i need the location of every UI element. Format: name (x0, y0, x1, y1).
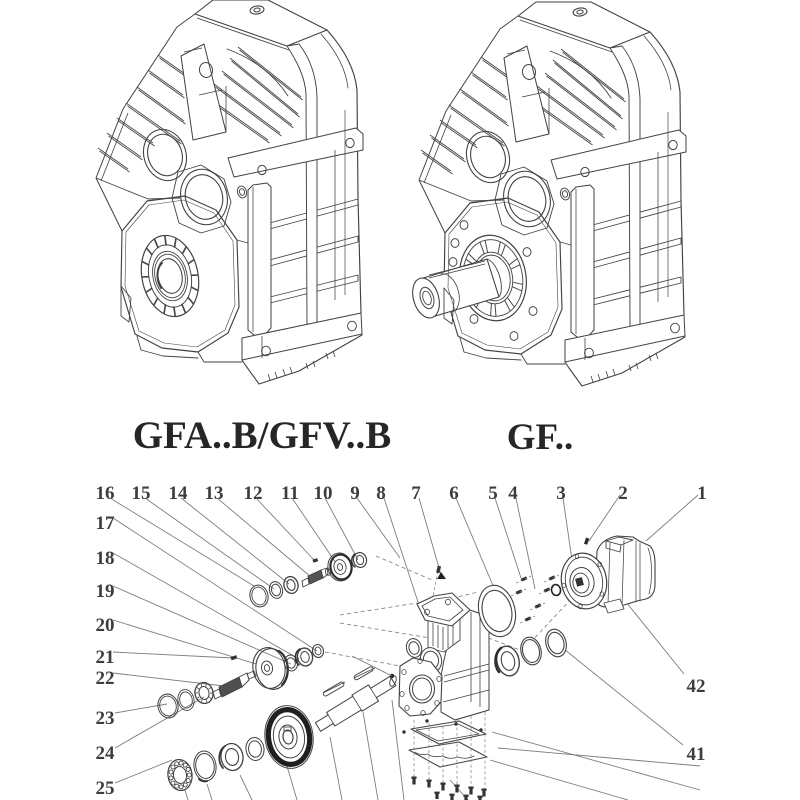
svg-text:19: 19 (96, 581, 115, 602)
svg-text:20: 20 (96, 615, 115, 636)
svg-text:3: 3 (556, 483, 566, 504)
svg-text:24: 24 (96, 743, 116, 764)
svg-text:GF..: GF.. (507, 417, 573, 458)
svg-text:17: 17 (96, 513, 116, 534)
svg-text:23: 23 (96, 708, 115, 729)
svg-text:1: 1 (697, 483, 707, 504)
svg-text:7: 7 (411, 483, 421, 504)
svg-text:41: 41 (687, 744, 706, 765)
svg-text:10: 10 (314, 483, 333, 504)
svg-text:5: 5 (488, 483, 498, 504)
svg-text:12: 12 (244, 483, 263, 504)
svg-text:18: 18 (96, 548, 115, 569)
svg-text:6: 6 (449, 483, 459, 504)
svg-text:16: 16 (96, 483, 115, 504)
svg-text:9: 9 (350, 483, 360, 504)
svg-text:15: 15 (132, 483, 151, 504)
svg-text:25: 25 (96, 778, 115, 799)
svg-text:11: 11 (281, 483, 299, 504)
svg-text:14: 14 (169, 483, 189, 504)
svg-text:8: 8 (376, 483, 386, 504)
svg-text:21: 21 (96, 647, 115, 668)
svg-text:GFA..B/GFV..B: GFA..B/GFV..B (133, 414, 392, 457)
svg-text:42: 42 (687, 676, 706, 697)
svg-text:13: 13 (205, 483, 224, 504)
svg-text:22: 22 (96, 668, 115, 689)
svg-text:2: 2 (618, 483, 628, 504)
svg-text:4: 4 (508, 483, 518, 504)
